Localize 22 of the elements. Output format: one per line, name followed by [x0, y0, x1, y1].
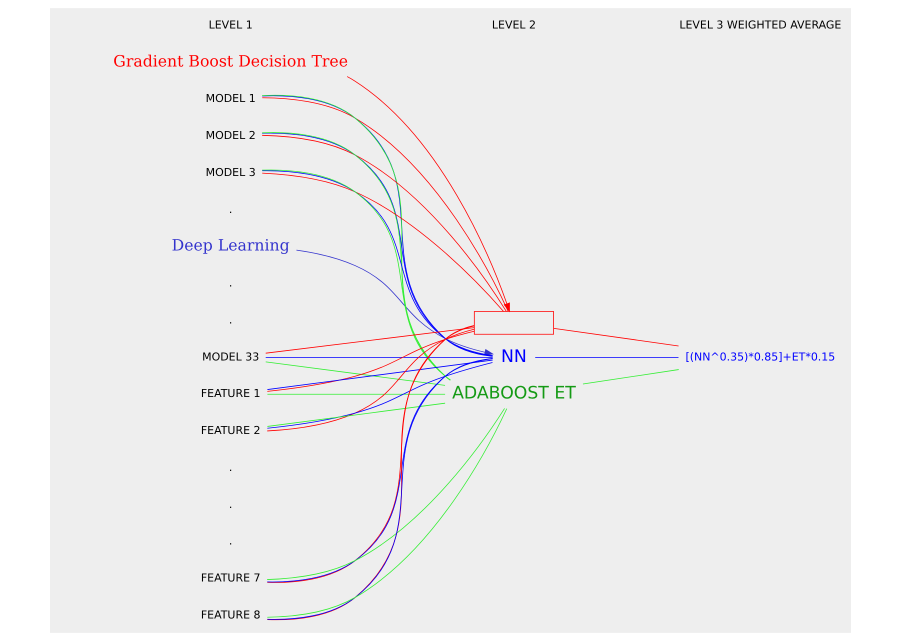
- label: .: [228, 460, 232, 474]
- node-text: MODEL 2: [205, 128, 256, 142]
- label: .: [228, 498, 232, 511]
- node-text: MODEL 3: [205, 166, 256, 179]
- node-text: FEATURE 7: [200, 572, 260, 585]
- node-text: FEATURE 2: [200, 424, 260, 438]
- node-text: FEATURE 8: [200, 608, 260, 622]
- node-text: ADABOOST ET: [452, 384, 576, 404]
- node-text: MODEL 1: [205, 92, 256, 106]
- label: LEVEL 3 WEIGHTED AVERAGE: [678, 18, 841, 32]
- node-text: Gradient Boost Decision Tree: [112, 51, 348, 70]
- label: .: [228, 276, 232, 290]
- node-text: MODEL 33: [202, 350, 259, 364]
- label: LEVEL 2: [491, 18, 536, 32]
- label: .: [228, 202, 232, 216]
- label: .: [228, 313, 232, 326]
- label: LEVEL 1: [208, 18, 252, 32]
- node-text: NN: [500, 346, 526, 367]
- node-text: FEATURE 1: [200, 387, 260, 400]
- node-text: Deep Learning: [171, 236, 290, 255]
- label: .: [228, 534, 232, 548]
- node-text: [(NN^0.35)*0.85]+ET*0.15: [684, 350, 835, 364]
